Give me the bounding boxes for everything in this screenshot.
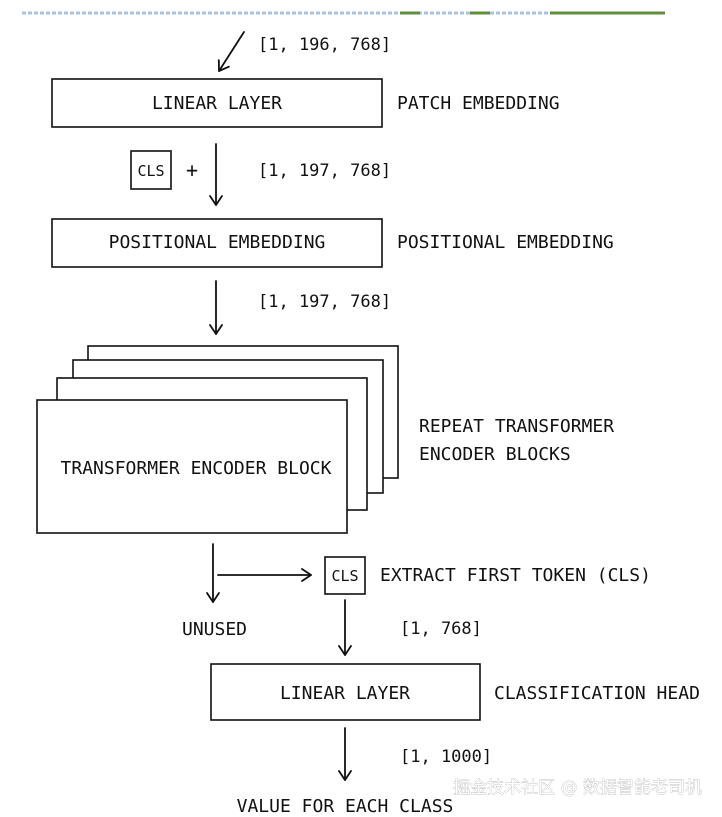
positional-embedding-side-label: POSITIONAL EMBEDDING <box>397 232 614 253</box>
classification-head-label: CLASSIFICATION HEAD <box>494 683 700 704</box>
linear-layer-label: LINEAR LAYER <box>152 93 282 114</box>
extracted-cls-box <box>324 556 366 595</box>
after-pos-shape-label: [1, 197, 768] <box>258 292 391 312</box>
positional-embedding-box <box>51 218 383 268</box>
unused-label: UNUSED <box>182 619 247 640</box>
plus-sign: + <box>186 158 198 182</box>
encoder-block-stack <box>36 345 399 534</box>
cls-token-box <box>130 150 172 190</box>
repeat-label-line-2: ENCODER BLOCKS <box>419 444 571 465</box>
watermark: 掘金技术社区 @ 数据智能老司机 <box>453 778 702 798</box>
cls-out-shape-label: [1, 768] <box>400 619 482 639</box>
patch-embedding-label: PATCH EMBEDDING <box>397 93 560 114</box>
linear-layer-box <box>51 78 383 128</box>
encoder-block-layer-1 <box>36 399 348 534</box>
positional-embedding-box-label: POSITIONAL EMBEDDING <box>109 232 326 253</box>
classification-linear-layer-box <box>210 663 481 721</box>
output-label: VALUE FOR EACH CLASS <box>237 796 454 817</box>
logits-shape-label: [1, 1000] <box>400 747 492 767</box>
input-shape-label: [1, 196, 768] <box>258 35 391 55</box>
repeat-label-line-1: REPEAT TRANSFORMER <box>419 416 614 437</box>
input-arrow <box>217 31 245 72</box>
extracted-cls-label: CLS <box>331 567 358 585</box>
transformer-encoder-block-label: TRANSFORMER ENCODER BLOCK <box>61 458 332 479</box>
classification-linear-layer-label: LINEAR LAYER <box>280 683 410 704</box>
after-cls-shape-label: [1, 197, 768] <box>258 161 391 181</box>
extract-first-token-label: EXTRACT FIRST TOKEN (CLS) <box>380 565 651 586</box>
cls-token-label: CLS <box>137 162 164 180</box>
